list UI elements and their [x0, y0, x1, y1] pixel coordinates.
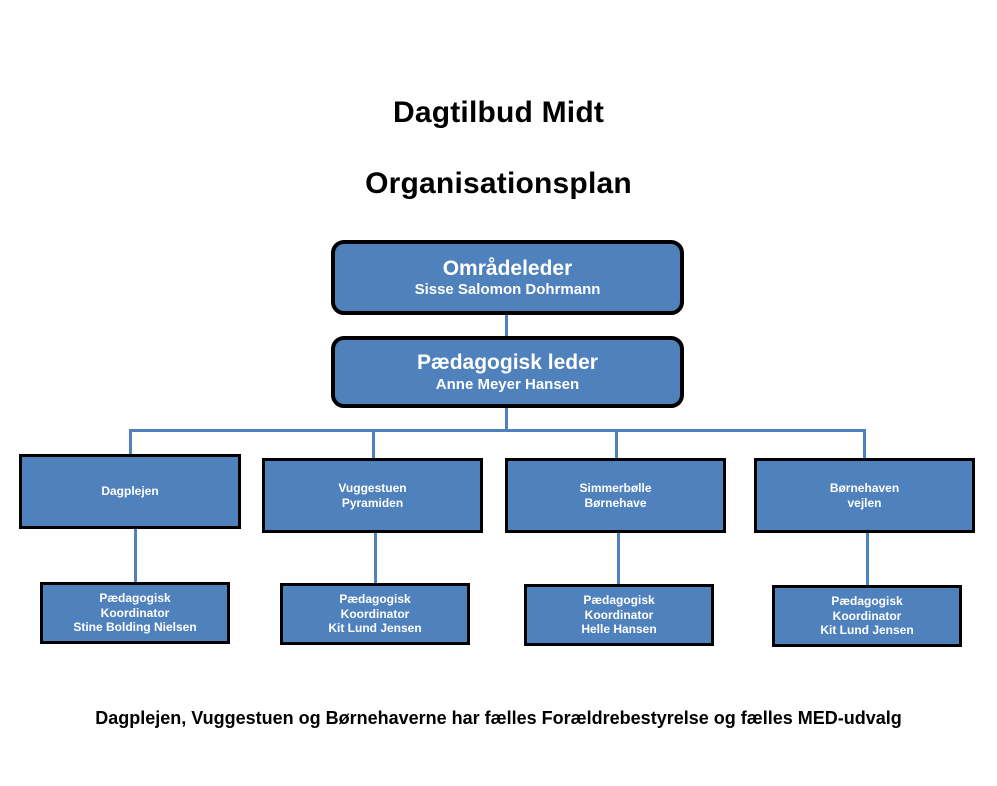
- connector-bus-to-unit-4: [863, 429, 866, 460]
- node-unit-vuggestuen-line1: Vuggestuen: [338, 480, 407, 495]
- node-coordinator-4-line2: Koordinator: [832, 608, 902, 623]
- connector-omraadeleder-to-paedagogisk-leder: [505, 313, 508, 340]
- connector-unit-2-to-coordinator-2: [374, 531, 377, 583]
- node-coordinator-1-line2: Koordinator: [100, 605, 170, 620]
- node-coordinator-simmerboelle[interactable]: Pædagogisk Koordinator Helle Hansen: [524, 584, 714, 646]
- node-coordinator-4-line1: Pædagogisk: [831, 594, 903, 609]
- connector-bus-to-unit-1: [129, 429, 132, 456]
- node-coordinator-3-line1: Pædagogisk: [583, 593, 655, 608]
- node-coordinator-2-line1: Pædagogisk: [339, 592, 411, 607]
- node-unit-vuggestuen-pyramiden[interactable]: Vuggestuen Pyramiden: [262, 458, 483, 533]
- node-unit-vuggestuen-line2: Pyramiden: [341, 495, 404, 510]
- node-unit-boernehaven-line1: Børnehaven: [829, 480, 900, 495]
- node-paedagogisk-leder-role: Pædagogisk leder: [417, 351, 598, 375]
- node-unit-simmerboelle-line2: Børnehave: [584, 495, 647, 510]
- node-coordinator-4-person: Kit Lund Jensen: [820, 623, 914, 638]
- node-coordinator-2-person: Kit Lund Jensen: [328, 621, 422, 636]
- node-coordinator-boernehaven[interactable]: Pædagogisk Koordinator Kit Lund Jensen: [772, 585, 962, 647]
- connector-unit-bus: [129, 429, 866, 432]
- node-coordinator-3-line2: Koordinator: [584, 607, 654, 622]
- node-unit-simmerboelle-line1: Simmerbølle: [579, 480, 652, 495]
- node-paedagogisk-leder[interactable]: Pædagogisk leder Anne Meyer Hansen: [331, 336, 684, 408]
- node-unit-dagplejen-line1: Dagplejen: [101, 484, 159, 499]
- connector-bus-to-unit-2: [372, 429, 375, 460]
- node-coordinator-dagplejen[interactable]: Pædagogisk Koordinator Stine Bolding Nie…: [40, 582, 230, 644]
- node-omraadeleder-role: Områdeleder: [442, 256, 573, 280]
- node-coordinator-1-line1: Pædagogisk: [99, 591, 171, 606]
- node-coordinator-vuggestuen[interactable]: Pædagogisk Koordinator Kit Lund Jensen: [280, 583, 470, 645]
- footer-note: Dagplejen, Vuggestuen og Børnehaverne ha…: [95, 708, 902, 728]
- connector-paedagogisk-leder-stem: [505, 406, 508, 431]
- node-unit-boernehaven-vejlen[interactable]: Børnehaven vejlen: [754, 458, 975, 533]
- node-paedagogisk-leder-person: Anne Meyer Hansen: [435, 375, 580, 393]
- node-unit-dagplejen[interactable]: Dagplejen: [19, 454, 241, 529]
- page-title: Dagtilbud Midt: [392, 96, 605, 129]
- page-subtitle: Organisationsplan: [365, 167, 632, 200]
- node-unit-simmerboelle-boernehave[interactable]: Simmerbølle Børnehave: [505, 458, 726, 533]
- connector-unit-4-to-coordinator-4: [866, 531, 869, 585]
- node-omraadeleder-person: Sisse Salomon Dohrmann: [414, 281, 601, 299]
- connector-unit-3-to-coordinator-3: [617, 531, 620, 584]
- node-omraadeleder[interactable]: Områdeleder Sisse Salomon Dohrmann: [331, 240, 684, 315]
- connector-unit-1-to-coordinator-1: [134, 527, 137, 582]
- node-coordinator-1-person: Stine Bolding Nielsen: [73, 620, 197, 635]
- node-coordinator-3-person: Helle Hansen: [581, 622, 657, 637]
- node-coordinator-2-line2: Koordinator: [340, 606, 410, 621]
- connector-bus-to-unit-3: [615, 429, 618, 460]
- node-unit-boernehaven-line2: vejlen: [847, 495, 882, 510]
